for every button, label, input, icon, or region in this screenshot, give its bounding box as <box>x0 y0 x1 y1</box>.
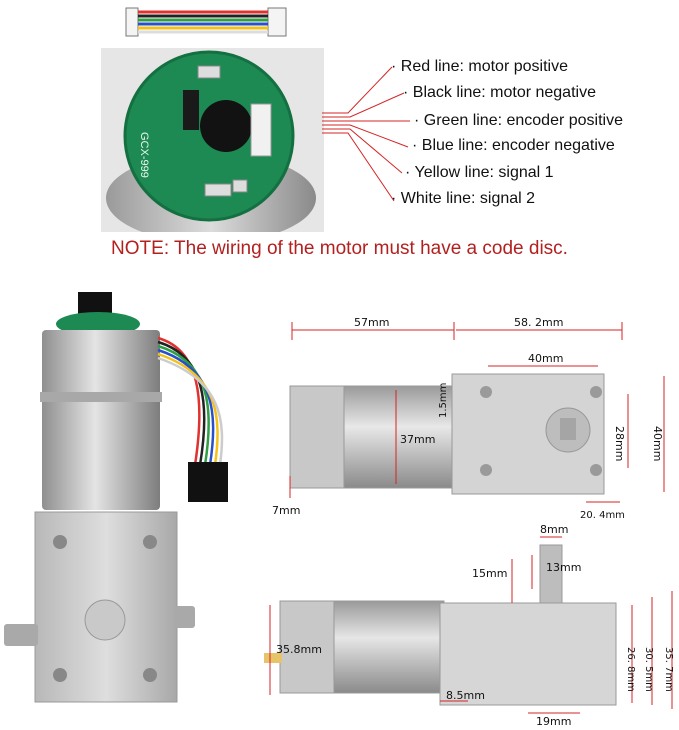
top-dimension-lines <box>289 322 665 503</box>
dim-motor-length: 57mm <box>354 316 389 329</box>
motor-can <box>42 330 160 510</box>
dim-terminal-top: 7mm <box>272 504 300 517</box>
wire-label-blue: · Blue line: encoder negative <box>412 137 615 154</box>
dim-shaft-position: 19mm <box>536 715 571 728</box>
dim-hole-spacing-v: 28mm <box>613 426 626 461</box>
encoder-photo: GCX-999 <box>101 48 324 232</box>
wire-label-white: · White line: signal 2 <box>391 190 536 207</box>
wire-connector <box>188 462 228 502</box>
gearbox-side <box>439 602 617 706</box>
dim-gearbox-mid: 30. 5mm <box>643 647 654 692</box>
wiring-leader-lines <box>322 66 410 202</box>
dim-hole-spacing-h: 40mm <box>528 352 563 365</box>
wire-label-yellow: · Yellow line: signal 1 <box>405 164 554 181</box>
dim-shaft-diameter: 8mm <box>540 525 568 536</box>
wire-label-black: · Black line: motor negative <box>403 84 596 101</box>
motor-body <box>343 385 457 489</box>
wire-label-green: · Green line: encoder positive <box>414 112 623 129</box>
dim-flat-length: 13mm <box>546 561 581 574</box>
dim-shaft-offset: 20. 4mm <box>580 510 625 521</box>
side-dimension-lines <box>269 536 673 714</box>
dim-terminal-side: 8.5mm <box>446 689 485 702</box>
connector-right <box>267 7 287 37</box>
shaft-side <box>539 544 563 606</box>
motor-body-side <box>333 600 445 694</box>
wiring-note: NOTE: The wiring of the motor must have … <box>111 238 568 259</box>
dim-shaft-length: 15mm <box>472 567 507 580</box>
output-shaft-right <box>175 606 195 628</box>
motor-photo <box>4 292 228 703</box>
dim-gearbox-inner: 26. 8mm <box>625 647 636 692</box>
board-label: GCX-999 <box>138 132 150 178</box>
dim-gearbox-height: 40mm <box>651 426 664 461</box>
dim-gearbox-total: 35. 7mm <box>663 647 674 692</box>
side-view-drawing: 8mm 15mm 13mm 35.8mm 26. 8mm 30. 5mm 35.… <box>264 525 674 728</box>
dim-gearbox-length: 58. 2mm <box>514 316 563 329</box>
magnet-disc <box>200 100 252 152</box>
top-view-drawing: 57mm 58. 2mm 40mm 1.5mm 37mm 28mm 40mm 2… <box>272 316 665 521</box>
output-shaft-left <box>4 624 38 646</box>
connector-left <box>125 7 139 37</box>
dim-hole-diameter: 1.5mm <box>438 383 449 418</box>
wire-bundle <box>138 10 268 34</box>
dim-motor-diameter-side: 35.8mm <box>276 643 322 656</box>
wire-label-red: · Red line: motor positive <box>391 58 568 75</box>
wire-connector-illustration <box>125 7 287 37</box>
motor-end-cap <box>289 385 349 489</box>
dim-motor-diameter: 37mm <box>400 433 435 446</box>
